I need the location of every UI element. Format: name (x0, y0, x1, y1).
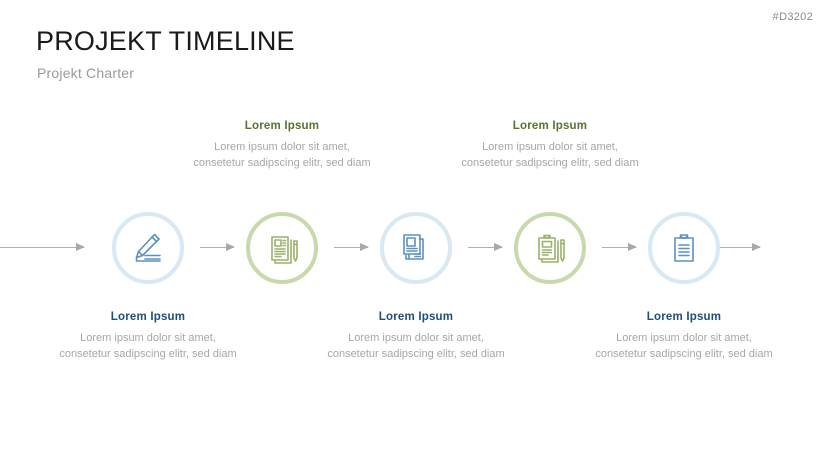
caption-body: Lorem ipsum dolor sit amet, consetetur s… (461, 140, 639, 169)
timeline-node-5[interactable] (648, 212, 720, 284)
caption-4: Lorem Ipsum Lorem ipsum dolor sit amet, … (457, 120, 643, 172)
clipboard-icon (664, 228, 704, 268)
pencil-writing-icon (128, 228, 168, 268)
caption-title: Lorem Ipsum (512, 120, 588, 132)
stacked-documents-icon (396, 228, 436, 268)
connector-arrow-4 (602, 242, 637, 251)
page-title: PROJEKT TIMELINE (36, 26, 295, 56)
caption-3: Lorem Ipsum Lorem ipsum dolor sit amet, … (323, 311, 509, 363)
connector-arrow-2 (334, 242, 369, 251)
timeline-node-2[interactable] (246, 212, 318, 284)
document-code: #D3202 (772, 11, 813, 23)
caption-body: Lorem ipsum dolor sit amet, consetetur s… (193, 140, 371, 169)
caption-2: Lorem Ipsum Lorem ipsum dolor sit amet, … (189, 120, 375, 172)
caption-title: Lorem Ipsum (244, 120, 320, 132)
caption-1: Lorem Ipsum Lorem ipsum dolor sit amet, … (55, 311, 241, 363)
connector-arrow-end (719, 242, 761, 251)
connector-arrow-start (0, 242, 85, 251)
caption-body: Lorem ipsum dolor sit amet, consetetur s… (327, 331, 505, 360)
caption-title: Lorem Ipsum (378, 311, 454, 323)
caption-5: Lorem Ipsum Lorem ipsum dolor sit amet, … (591, 311, 777, 363)
documents-with-pen-icon (262, 228, 302, 268)
timeline-node-1[interactable] (112, 212, 184, 284)
caption-title: Lorem Ipsum (646, 311, 722, 323)
caption-body: Lorem ipsum dolor sit amet, consetetur s… (595, 331, 773, 360)
clipboard-with-pen-icon (530, 228, 570, 268)
page-subtitle: Projekt Charter (37, 65, 135, 81)
caption-body: Lorem ipsum dolor sit amet, consetetur s… (59, 331, 237, 360)
timeline-node-3[interactable] (380, 212, 452, 284)
timeline-node-4[interactable] (514, 212, 586, 284)
connector-arrow-3 (468, 242, 503, 251)
connector-arrow-1 (200, 242, 235, 251)
caption-title: Lorem Ipsum (110, 311, 186, 323)
